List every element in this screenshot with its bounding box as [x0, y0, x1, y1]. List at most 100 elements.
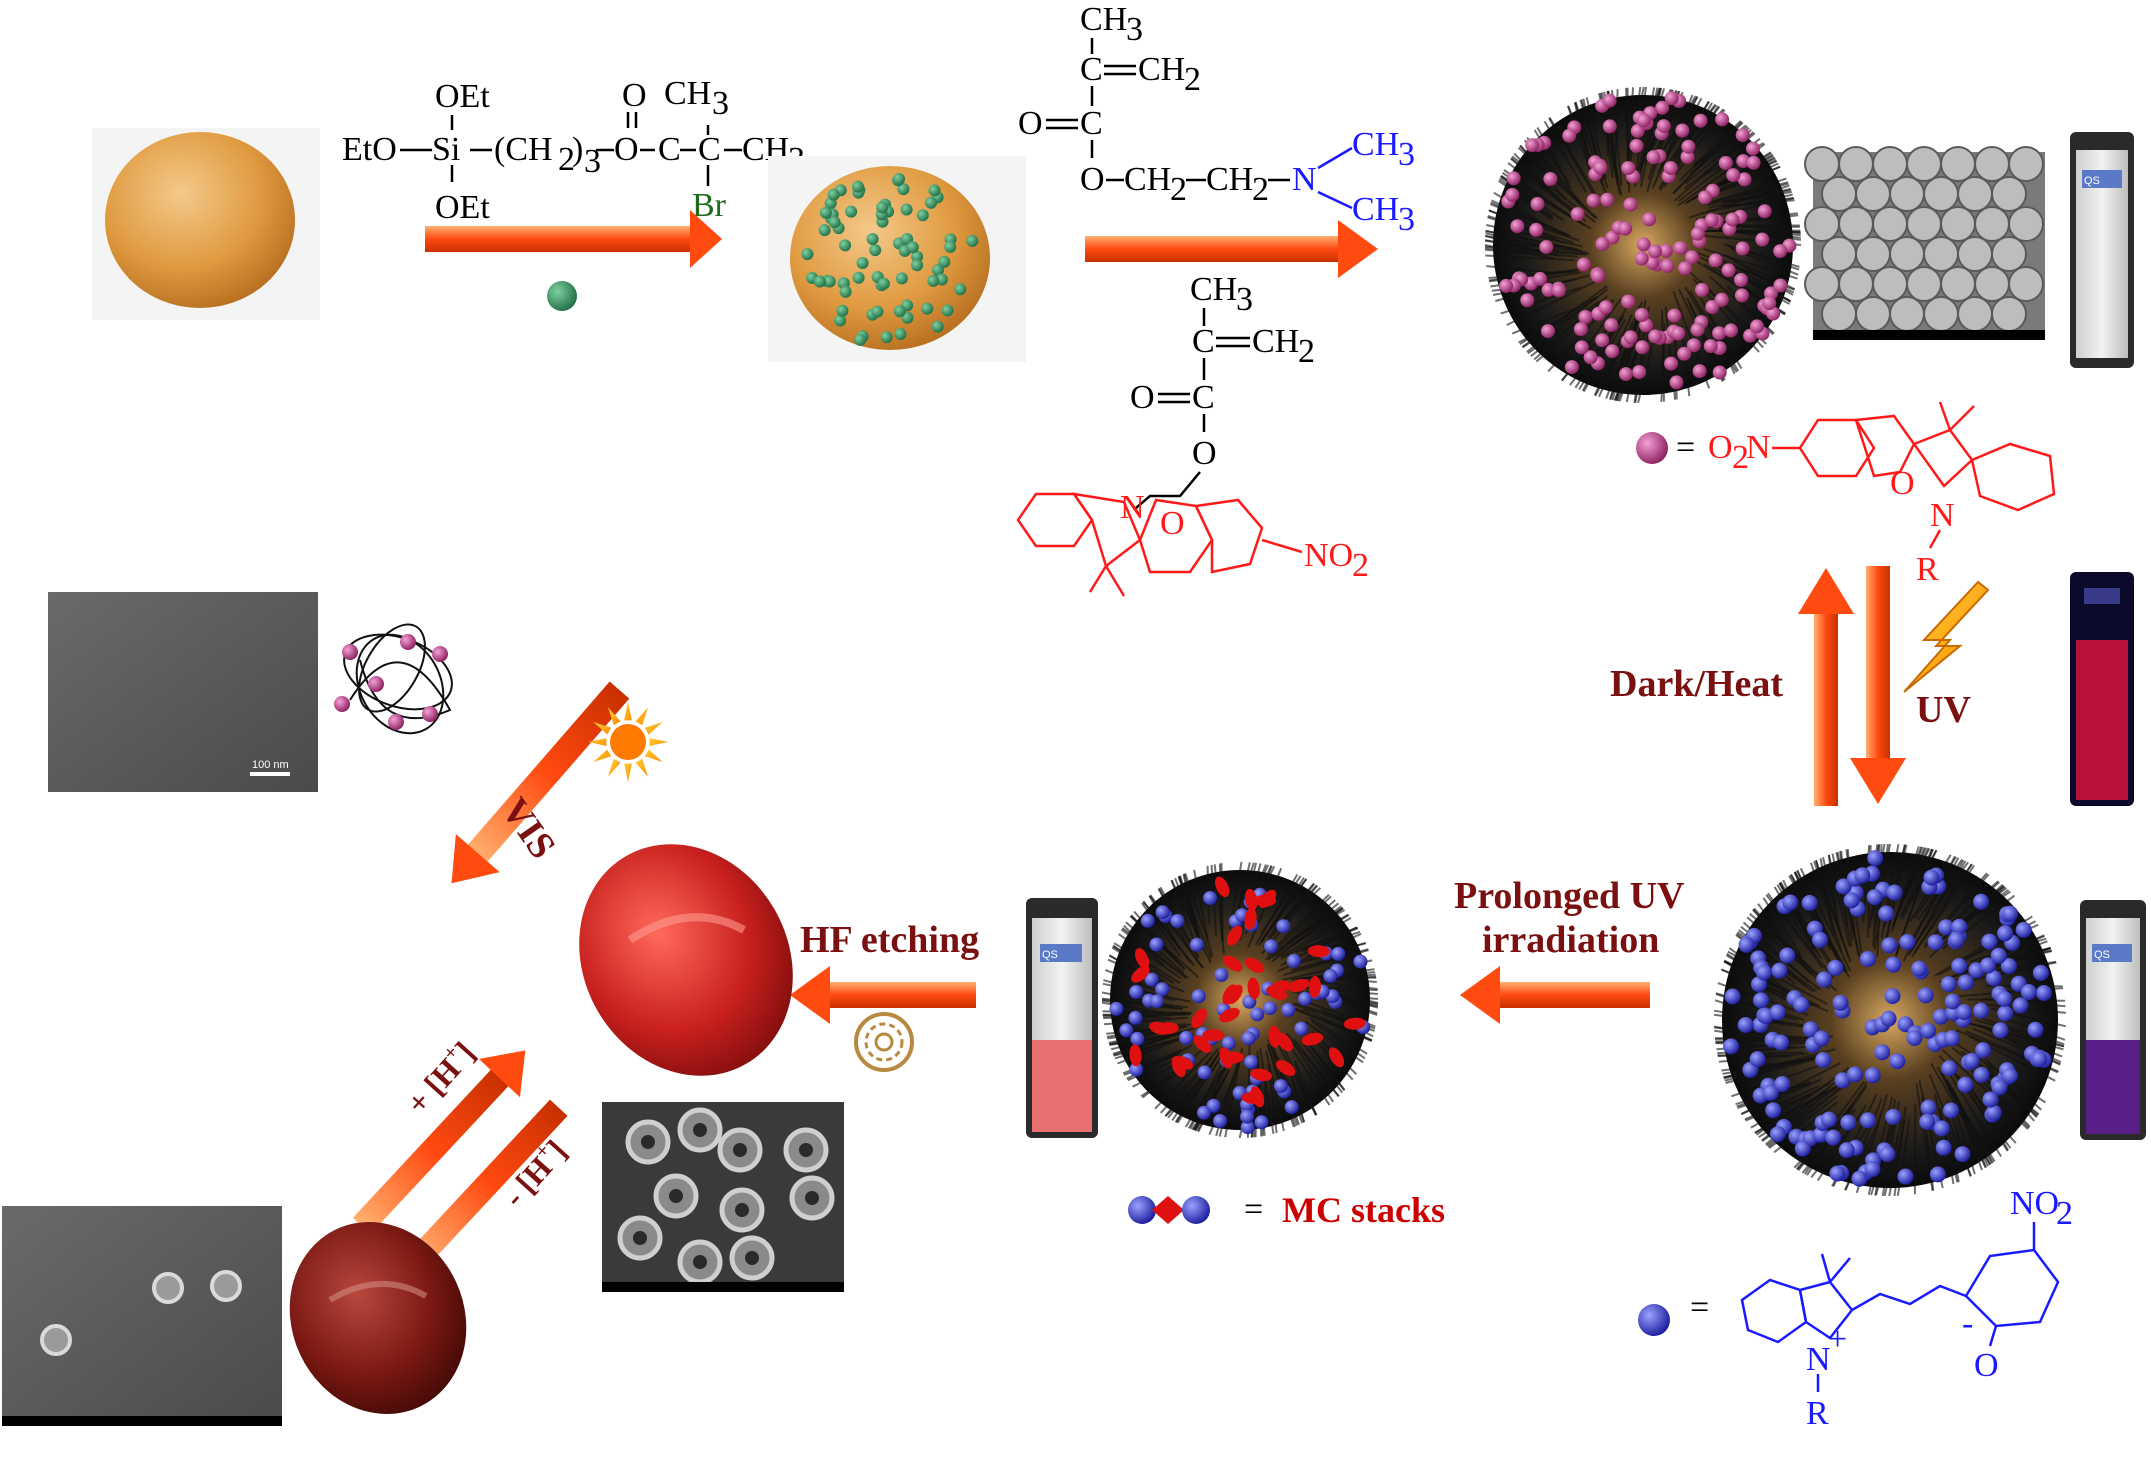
sp-bead: [1755, 232, 1770, 247]
mc-bead: [1973, 893, 1990, 910]
mc-bead: [1155, 982, 1170, 997]
sp-bead: [1574, 340, 1589, 355]
equilibrium-arrows-sp-mc: [1798, 566, 1906, 806]
sp-bead: [1621, 294, 1636, 309]
initiator-bead: [856, 257, 869, 269]
mc-stack-mark: [1250, 1068, 1272, 1082]
ch2-sub-text: 2: [558, 141, 575, 178]
svg-text:2: 2: [1170, 171, 1187, 208]
mc-stack-mark: [1191, 1008, 1207, 1029]
svg-text:2: 2: [1732, 439, 1749, 476]
sp-bead: [1586, 193, 1601, 208]
mc-bead: [1762, 1084, 1779, 1101]
sp-bead: [1645, 255, 1660, 270]
dmaema-c-top-text: C: [1080, 51, 1103, 88]
sp-bead: [1703, 339, 1718, 354]
sp-bead: [1736, 154, 1751, 169]
mc-bead: [1859, 951, 1876, 967]
sp-bead: [1564, 360, 1579, 375]
mc-bead: [1881, 937, 1898, 954]
mc-bead: [1944, 993, 1961, 1010]
mc-bead: [1801, 894, 1818, 911]
mc-bead: [1197, 1105, 1211, 1120]
mc-bead: [1286, 953, 1301, 968]
mc-bead: [1294, 1021, 1309, 1036]
sp-bead: [1648, 244, 1662, 259]
sp-bead: [1576, 257, 1591, 272]
mc-bead: [1206, 1098, 1221, 1113]
mc-bead: [1155, 905, 1170, 920]
sem-image-hollow-capsules: [602, 1102, 844, 1292]
svg-text:=: =: [1676, 429, 1695, 466]
mc-bead: [1191, 989, 1206, 1004]
sp-bead: [1593, 160, 1608, 175]
mc-bead: [1840, 1114, 1857, 1131]
sp-bead: [1704, 213, 1719, 228]
mc-bead: [1284, 1100, 1299, 1115]
mc-bead: [1985, 1104, 2002, 1121]
mc-bead: [1935, 1139, 1952, 1156]
mc-bead: [1130, 1031, 1145, 1046]
mc-bead: [1774, 1076, 1791, 1092]
mc-bead: [1951, 958, 1968, 974]
sp-bead: [1686, 338, 1701, 353]
mc-bead: [1838, 1142, 1855, 1159]
silane-initiator-structure: OEt EtO Si (CH 2 ) 3 O O C C CH 3 CH 3 B…: [342, 75, 805, 226]
sp-bead: [1595, 237, 1610, 251]
mc-bead: [1749, 1051, 1766, 1068]
cuvette-pink: QS: [1026, 898, 1098, 1138]
sp-bead: [1525, 138, 1540, 153]
sp-bead: [1623, 330, 1638, 345]
mc-bead: [1170, 914, 1185, 928]
initiator-bead: [895, 272, 908, 285]
mc-bead: [1250, 1007, 1265, 1022]
o-link-text: O: [614, 131, 639, 168]
sp-bead: [1541, 324, 1555, 339]
sp-bead: [1642, 212, 1657, 227]
sp-bead: [1750, 319, 1764, 334]
mc-o-text: O: [1974, 1347, 1999, 1384]
mc-stack-mark: [1307, 945, 1330, 958]
oet-top-text: OEt: [435, 78, 490, 115]
mc-bead: [1923, 869, 1940, 886]
mc-bead: [1932, 1008, 1949, 1025]
initiator-bead: [894, 328, 907, 340]
sp-bead: [1718, 156, 1733, 170]
svg-text:3: 3: [1126, 11, 1143, 48]
mc-bead: [1738, 936, 1755, 953]
initiator-bead: [854, 333, 867, 346]
sp-bead: [1635, 340, 1650, 355]
mc-bead: [1816, 971, 1833, 988]
mc-bead: [1943, 1102, 1959, 1119]
initiator-bead: [876, 201, 889, 214]
mc-bead: [1254, 1115, 1269, 1130]
mc-bead: [1996, 990, 2013, 1007]
eto-text: EtO: [342, 131, 397, 168]
mc-r-text: R: [1806, 1395, 1829, 1432]
mc-bead: [2000, 958, 2017, 974]
sp-bead: [1621, 161, 1636, 176]
sp-bead: [1562, 128, 1577, 143]
dmaema-o-dbl-text: O: [1018, 105, 1043, 142]
sp-bead: [1757, 204, 1772, 219]
sp-brush-particle: [1484, 86, 1802, 404]
sp-bead: [1714, 292, 1729, 307]
mc-bead: [1221, 1036, 1236, 1051]
mc-bead: [1753, 992, 1769, 1009]
mc-stack-mark: [1250, 1086, 1265, 1108]
mc-bead: [1864, 1067, 1881, 1084]
mc-bead: [1917, 987, 1934, 1004]
sp-bead: [1677, 346, 1692, 361]
mc-bead: [1756, 964, 1772, 981]
sp-bead: [1671, 326, 1686, 341]
mc-bead: [2012, 997, 2029, 1014]
dark-heat-label: Dark/Heat: [1610, 663, 1783, 705]
svg-text:=: =: [1690, 1289, 1709, 1326]
mc-bead: [1213, 1114, 1228, 1128]
mc-stack-mark: [1275, 1060, 1296, 1076]
sp-bead: [1678, 261, 1693, 276]
initiator-bead: [845, 205, 858, 218]
arrow-prolonged-uv: [1460, 966, 1650, 1024]
sp-bead: [1660, 258, 1675, 273]
initiator-bead: [944, 240, 957, 253]
